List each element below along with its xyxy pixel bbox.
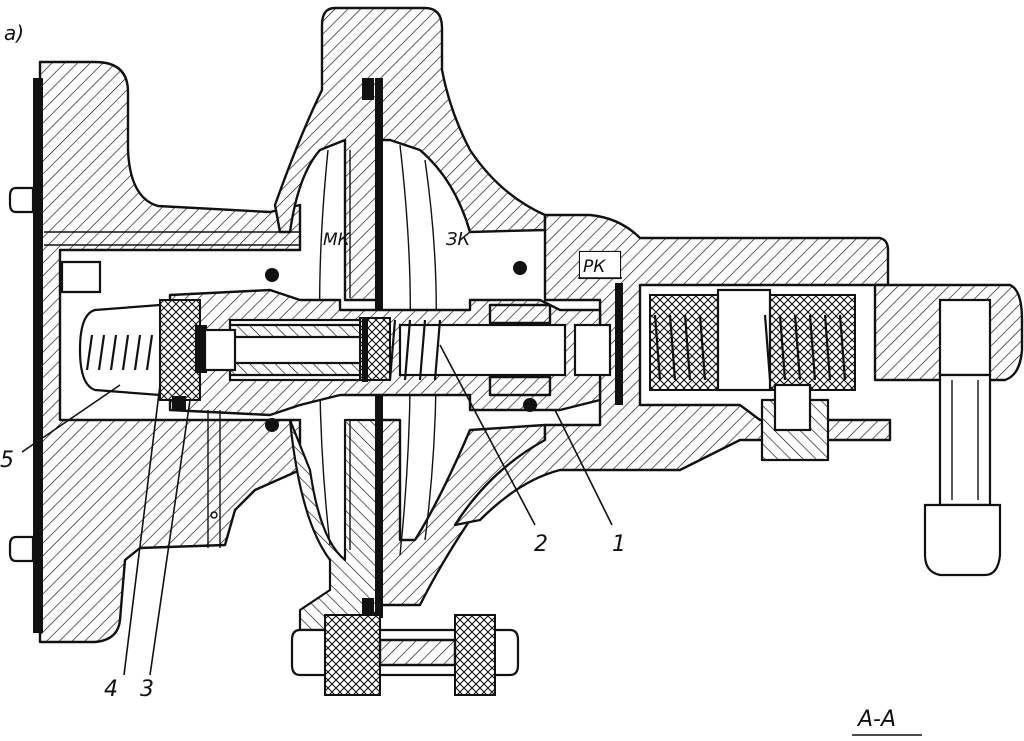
central-spindle: [168, 261, 612, 432]
leader-1: [554, 409, 613, 526]
callout-3: 3: [140, 677, 154, 702]
callout-numbers: 5 4 3 2 1: [0, 448, 626, 702]
left-spring-chamber: [78, 299, 237, 410]
leader-3: [149, 399, 191, 676]
panel-label: a): [4, 21, 24, 45]
rk-label-box: [580, 252, 620, 278]
section-label: A-A: [856, 707, 896, 732]
chamber-label-mk: МК: [323, 230, 351, 250]
right-handle: [873, 283, 1024, 577]
lower-left-rods: [207, 410, 221, 548]
leader-2: [439, 344, 536, 526]
callout-4: 4: [104, 677, 118, 702]
callout-2: 2: [534, 532, 548, 557]
callout-5: 5: [0, 448, 14, 473]
left-bolts: [8, 186, 35, 563]
callout-leaders: [21, 344, 613, 676]
chamber-label-zk: ЗК: [446, 229, 472, 250]
callout-1: 1: [612, 532, 626, 557]
figure-labels: a) МК ЗК РК: [4, 21, 622, 279]
chamber-label-rk: РК: [583, 257, 606, 277]
leader-5: [21, 384, 121, 453]
leader-4: [123, 384, 161, 676]
bottom-bolt-assembly: [290, 614, 520, 696]
section-marker: A-A: [852, 707, 922, 736]
left-flange-body: [33, 60, 302, 644]
